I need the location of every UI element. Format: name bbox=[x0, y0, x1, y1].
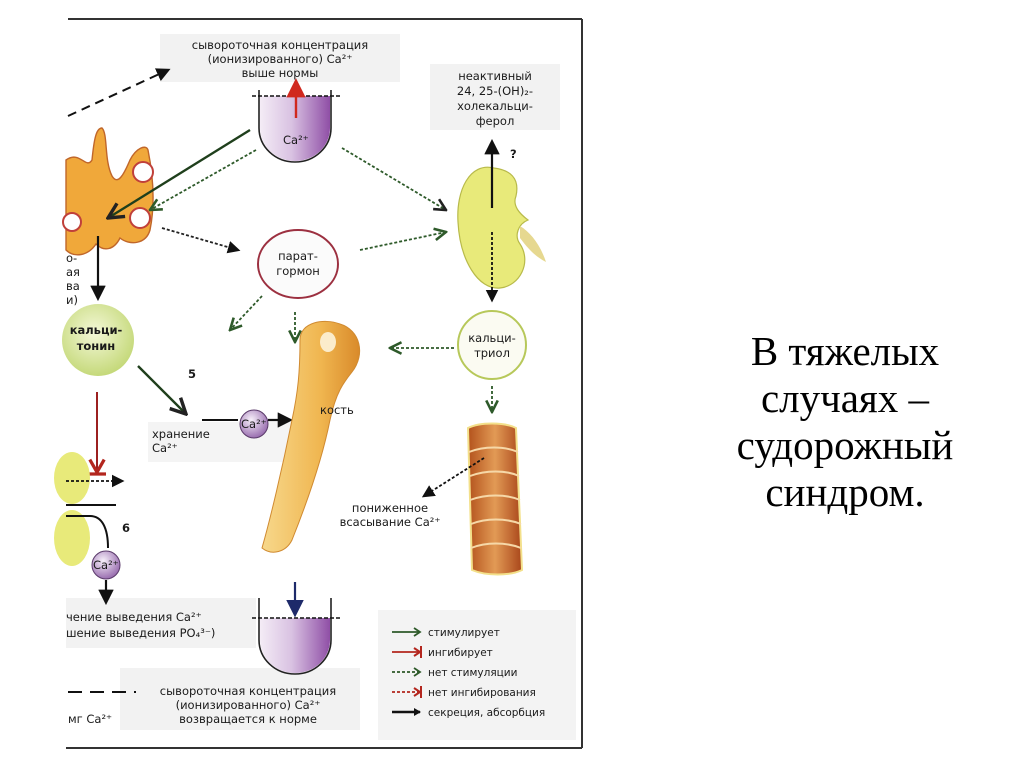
legend-arrowhead-icon bbox=[413, 667, 422, 677]
calcitonin-label-line-1: кальци- bbox=[70, 323, 123, 337]
caption-line-4: синдром. bbox=[765, 469, 925, 515]
excretion-label-line-1: чение выведения Ca²⁺ bbox=[66, 610, 202, 624]
beaker-to-thyroid-stimulate-arrow bbox=[108, 128, 251, 218]
calcitriol-label-line-1: кальци- bbox=[468, 331, 516, 345]
legend: стимулирует ингибирует нет стимуляции нет и… bbox=[392, 627, 545, 719]
calcitonin-to-storage-arrow bbox=[137, 365, 186, 414]
intestine-label: пониженное всасывание Ca²⁺ bbox=[340, 501, 441, 529]
bottom-beaker-label-line-3: возвращается к норме bbox=[179, 712, 317, 726]
inactive-vitamin-line-1: неактивный bbox=[458, 69, 532, 83]
storage-label-line-2: Ca²⁺ bbox=[152, 441, 178, 455]
bottom-beaker-label-line-2: (ионизированного) Ca²⁺ bbox=[176, 698, 321, 712]
beaker-to-kidney-no-stimulation-arrow bbox=[341, 147, 446, 210]
calcitonin-node: кальци- тонин bbox=[62, 304, 134, 376]
diagram-frame bbox=[66, 18, 583, 749]
bottom-beaker-label-line-1: сывороточная концентрация bbox=[160, 684, 336, 698]
kidney-icon bbox=[457, 166, 546, 289]
caption-line-3: судорожный bbox=[736, 422, 954, 468]
bone-icon bbox=[261, 320, 361, 553]
intestine-label-line-2: всасывание Ca²⁺ bbox=[340, 515, 441, 529]
legend-item: секреция, абсорбция bbox=[392, 707, 545, 719]
inactive-vitamin-line-3: холекальци- bbox=[457, 99, 533, 113]
legend-item: нет стимуляции bbox=[392, 667, 517, 679]
storage-label-panel bbox=[148, 422, 308, 462]
intestine-label-line-1: пониженное bbox=[352, 501, 428, 515]
top-beaker-ion-label: Ca²⁺ bbox=[283, 133, 309, 147]
pth-to-left-arrow bbox=[230, 295, 263, 330]
step-5-number: 5 bbox=[188, 367, 196, 381]
top-beaker-label-line-3: выше нормы bbox=[242, 66, 319, 80]
inactive-vitamin-label: неактивный 24, 25-(OH)₂- холекальци- фер… bbox=[457, 69, 533, 128]
top-label-panel bbox=[160, 34, 400, 82]
parathormone-label-line-2: гормон bbox=[276, 264, 320, 278]
caption-line-1: В тяжелых bbox=[750, 328, 940, 374]
thyroid-side-label-line-3: ва bbox=[66, 279, 80, 293]
legend-label: нет стимуляции bbox=[428, 667, 517, 679]
legend-label: стимулирует bbox=[428, 627, 500, 639]
calcitonin-label-line-2: тонин bbox=[77, 339, 116, 353]
legend-arrowhead-icon bbox=[414, 708, 421, 716]
bottom-beaker-label: сывороточная концентрация (ионизированно… bbox=[160, 684, 336, 726]
excretion-label-line-2: шение выведения PO₄³⁻) bbox=[66, 626, 215, 640]
top-beaker-label: сывороточная концентрация (ионизированно… bbox=[192, 38, 368, 80]
legend-label: секреция, абсорбция bbox=[428, 707, 545, 719]
bottom-label-panel bbox=[120, 668, 360, 730]
legend-label: ингибирует bbox=[428, 647, 493, 659]
bottom-beaker bbox=[252, 582, 341, 675]
top-beaker-label-line-2: (ионизированного) Ca²⁺ bbox=[208, 52, 353, 66]
excreted-ion-label: Ca²⁺ bbox=[93, 558, 119, 572]
legend-arrowhead-icon bbox=[413, 686, 422, 698]
legend-arrowhead-icon bbox=[413, 627, 422, 637]
legend-arrowhead-icon bbox=[413, 646, 422, 658]
vitamin-label-panel bbox=[430, 64, 560, 130]
storage-label: хранение Ca²⁺ bbox=[152, 427, 210, 455]
intestine-icon bbox=[466, 422, 524, 576]
feedback-dashed-arrow bbox=[67, 68, 171, 117]
mg-calcium-label: мг Ca²⁺ bbox=[68, 712, 112, 726]
pth-to-kidney-arrow bbox=[359, 232, 446, 251]
storage-ion-node: Ca²⁺ bbox=[239, 409, 269, 439]
caption-line-2: случаях – bbox=[760, 375, 930, 421]
excretion-label-panel bbox=[66, 598, 256, 648]
parathormone-node: парат- гормон bbox=[257, 229, 339, 299]
beaker-to-parathyroid-no-stimulation-arrow bbox=[150, 149, 257, 210]
calcitriol-label-line-2: триол bbox=[474, 346, 510, 360]
thyroid-to-pth-arrow bbox=[161, 227, 241, 254]
storage-label-line-1: хранение bbox=[152, 427, 210, 441]
legend-label: нет ингибирования bbox=[428, 687, 536, 699]
top-beaker: Ca²⁺ bbox=[252, 78, 341, 163]
top-beaker-label-line-1: сывороточная концентрация bbox=[192, 38, 368, 52]
thyroid-side-label-line-1: о- bbox=[66, 251, 77, 265]
storage-ion-label: Ca²⁺ bbox=[241, 417, 267, 431]
thyroid-side-label: о- ая ва и) bbox=[66, 251, 80, 307]
excreted-ion-node: Ca²⁺ bbox=[91, 550, 121, 580]
inactive-vitamin-line-2: 24, 25-(OH)₂- bbox=[457, 84, 533, 98]
legend-item: нет ингибирования bbox=[392, 686, 536, 699]
excretion-label: чение выведения Ca²⁺ шение выведения PO₄… bbox=[66, 610, 215, 640]
thyroid-gland-icon bbox=[62, 127, 154, 256]
calcitriol-node: кальци- триол bbox=[457, 310, 527, 380]
inactive-vitamin-line-4: ферол bbox=[476, 114, 515, 128]
parathormone-label-line-1: парат- bbox=[278, 249, 318, 263]
renal-tubule-icon bbox=[54, 452, 116, 566]
thyroid-side-label-line-2: ая bbox=[66, 265, 80, 279]
bone-label: кость bbox=[320, 403, 354, 417]
legend-item: ингибирует bbox=[392, 646, 493, 659]
step-6-number: 6 bbox=[122, 521, 130, 535]
unknown-pathway-question-mark: ? bbox=[510, 147, 517, 161]
thyroid-side-label-line-4: и) bbox=[66, 293, 78, 307]
slide-caption: В тяжелых случаях – судорожный синдром. bbox=[690, 328, 1000, 516]
intestine-reduced-absorption-arrow bbox=[421, 457, 485, 498]
legend-item: стимулирует bbox=[392, 627, 500, 639]
